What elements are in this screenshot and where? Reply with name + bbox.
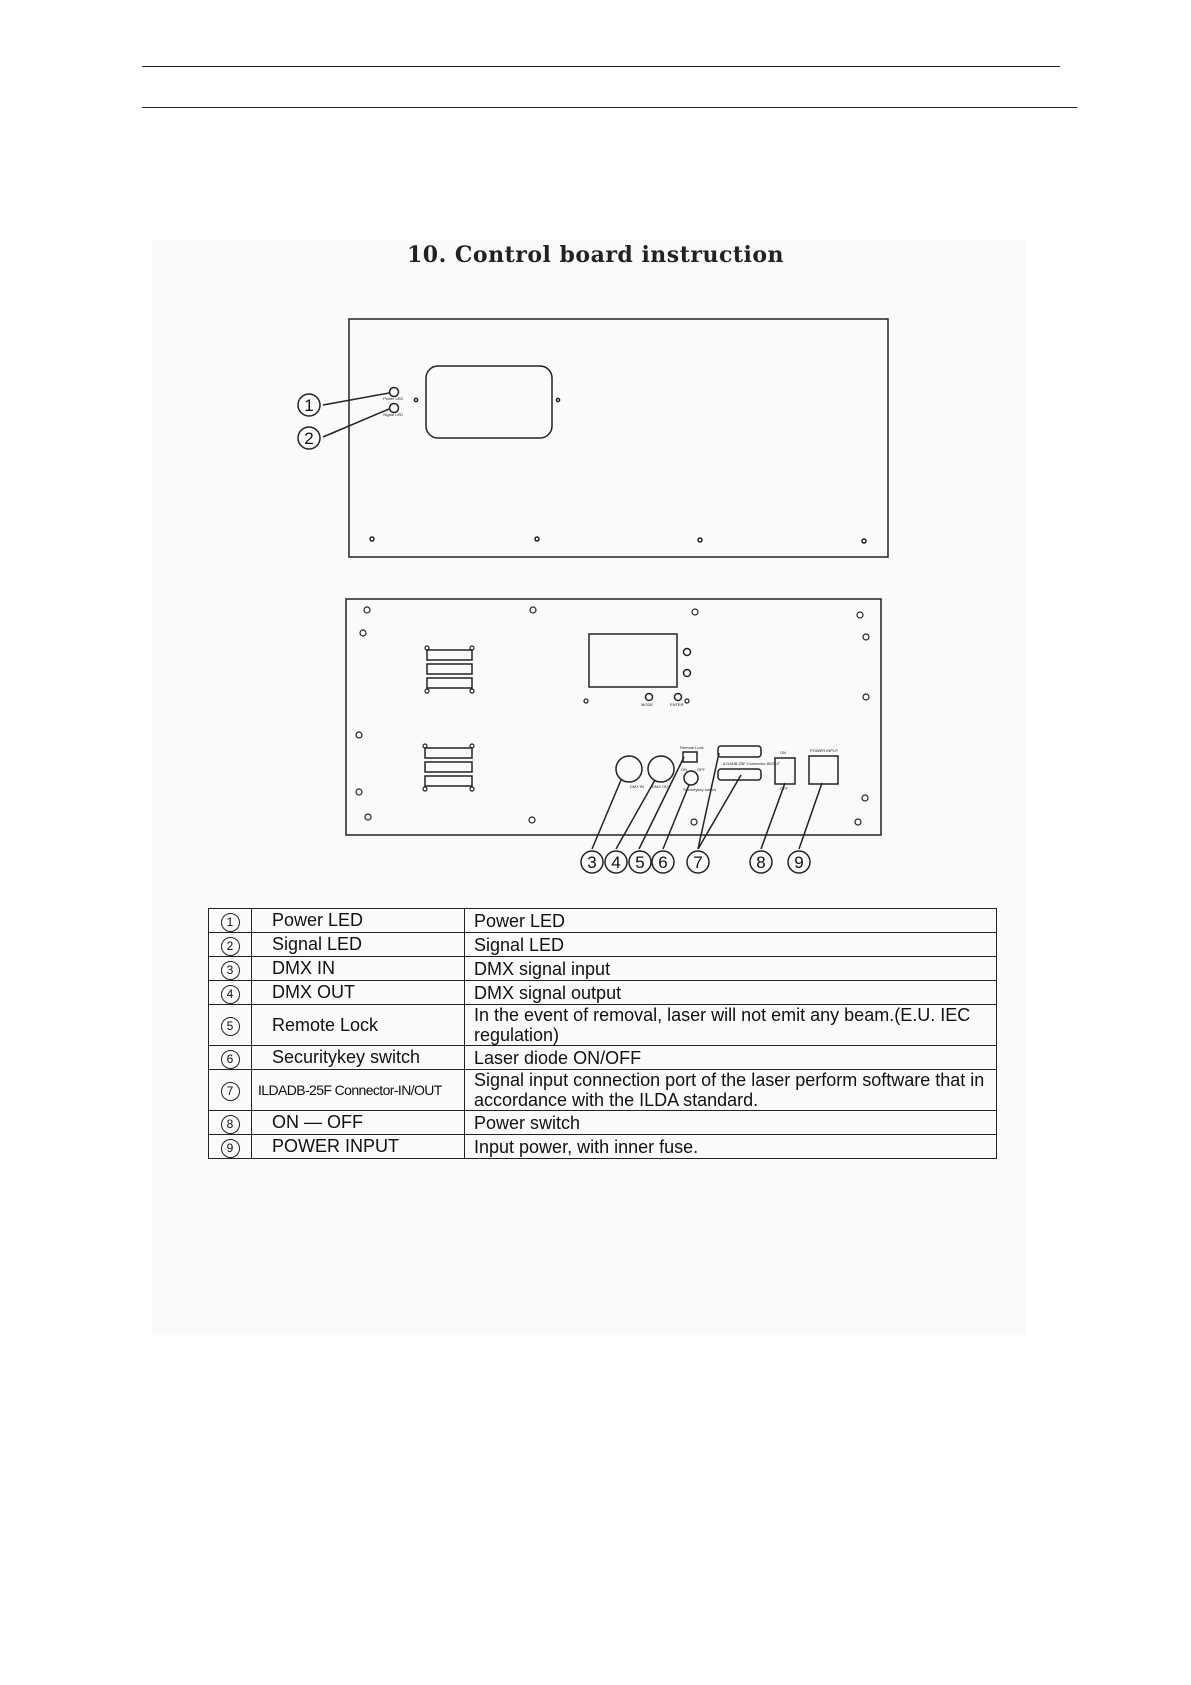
table-row: 7 ILDADB-25F Connector-IN/OUT Signal inp… — [208, 1069, 997, 1111]
row-name: Remote Lock — [251, 1004, 465, 1046]
callout-4 — [604, 850, 628, 874]
table-row: 2 Signal LED Signal LED — [208, 932, 997, 957]
row-name: ILDADB-25F Connector-IN/OUT — [251, 1069, 465, 1111]
label-securitykey: Securitykey switch — [683, 787, 716, 792]
callout-5 — [628, 850, 652, 874]
label-enter: ENTER — [670, 702, 684, 707]
row-name: Power LED — [251, 908, 465, 933]
row-name: Signal LED — [251, 932, 465, 957]
label-remote-lock: Remote Lock — [680, 745, 704, 750]
row-number: 5 — [220, 1017, 240, 1036]
callout-7-text: 7 — [693, 853, 702, 872]
callout-5-text: 5 — [635, 853, 644, 872]
table-row: 5 Remote Lock In the event of removal, l… — [208, 1004, 997, 1046]
row-desc: DMX signal output — [464, 980, 997, 1005]
callout-2-text: 2 — [304, 429, 313, 448]
label-key-off: OFF — [697, 767, 706, 772]
row-desc: Signal input connection port of the lase… — [464, 1069, 997, 1111]
remote-lock — [682, 751, 698, 763]
table-row: 9 POWER INPUT Input power, with inner fu… — [208, 1134, 997, 1159]
callout-9 — [787, 850, 811, 874]
header-rule-top — [142, 66, 1060, 67]
bottom-panel-outline — [345, 598, 882, 836]
row-number: 8 — [220, 1114, 240, 1134]
callout-1-text: 1 — [304, 396, 313, 415]
table-row: 1 Power LED Power LED — [208, 908, 997, 933]
callout-4-text: 4 — [611, 853, 620, 872]
label-key-on: ON — [681, 767, 687, 772]
callout-7 — [686, 850, 710, 874]
enter-button — [673, 692, 683, 702]
label-ilda: ILDADB-25F Connector-IN/OUT — [723, 761, 781, 766]
table-row: 8 ON — OFF Power switch — [208, 1110, 997, 1135]
dmx-out-connector — [647, 755, 675, 783]
display-window — [425, 365, 553, 439]
callout-1 — [297, 393, 321, 417]
row-desc: Laser diode ON/OFF — [464, 1045, 997, 1070]
row-desc: Input power, with inner fuse. — [464, 1134, 997, 1159]
header-rule-bottom — [142, 107, 1077, 108]
row-desc: Power LED — [464, 908, 997, 933]
callout-8-text: 8 — [756, 853, 765, 872]
row-name: DMX IN — [251, 956, 465, 981]
callout-6-text: 6 — [658, 853, 667, 872]
label-switch-off: OFF — [780, 786, 789, 791]
section-title: 10. Control board instruction — [406, 242, 785, 268]
label-mode: MODE — [641, 702, 653, 707]
row-number: 2 — [220, 936, 240, 956]
row-name: Securitykey switch — [251, 1045, 465, 1070]
row-desc: Signal LED — [464, 932, 997, 957]
table-row: 4 DMX OUT DMX signal output — [208, 980, 997, 1005]
row-name: DMX OUT — [251, 980, 465, 1005]
callout-3 — [580, 850, 604, 874]
label-dmx-in: DMX IN — [630, 784, 644, 789]
row-name: POWER INPUT — [251, 1134, 465, 1159]
label-power-input: POWER INPUT — [810, 748, 839, 753]
row-desc: In the event of removal, laser will not … — [464, 1004, 997, 1046]
mode-button — [644, 692, 654, 702]
top-panel-outline — [348, 318, 889, 558]
legend-table: 1 Power LED Power LED 2 Signal LED Signa… — [208, 908, 997, 1159]
table-row: 6 Securitykey switch Laser diode ON/OFF — [208, 1045, 997, 1070]
callout-9-text: 9 — [794, 853, 803, 872]
signal-led — [388, 402, 400, 414]
row-number: 7 — [220, 1082, 240, 1101]
dmx-in-connector — [615, 755, 643, 783]
row-number: 3 — [220, 960, 240, 980]
callout-6 — [651, 850, 675, 874]
securitykey-switch — [683, 770, 699, 786]
label-signal-led: Signal LED — [383, 412, 403, 417]
label-power-led: Power LED — [383, 396, 403, 401]
table-row: 3 DMX IN DMX signal input — [208, 956, 997, 981]
label-dmx-out: DMX OUT — [652, 784, 671, 789]
label-switch-on: ON — [780, 750, 786, 755]
row-name: ON — OFF — [251, 1110, 465, 1135]
ilda-connector-in — [717, 768, 762, 781]
callout-8 — [749, 850, 773, 874]
row-desc: Power switch — [464, 1110, 997, 1135]
row-number: 4 — [220, 984, 240, 1004]
callout-3-text: 3 — [587, 853, 596, 872]
ilda-connector-out — [717, 745, 762, 758]
callout-2 — [297, 426, 321, 450]
row-number: 6 — [220, 1049, 240, 1069]
row-desc: DMX signal input — [464, 956, 997, 981]
row-number: 1 — [220, 912, 240, 932]
menu-display — [588, 633, 678, 688]
power-led — [388, 386, 400, 398]
row-number: 9 — [220, 1138, 240, 1158]
power-input — [808, 755, 839, 785]
